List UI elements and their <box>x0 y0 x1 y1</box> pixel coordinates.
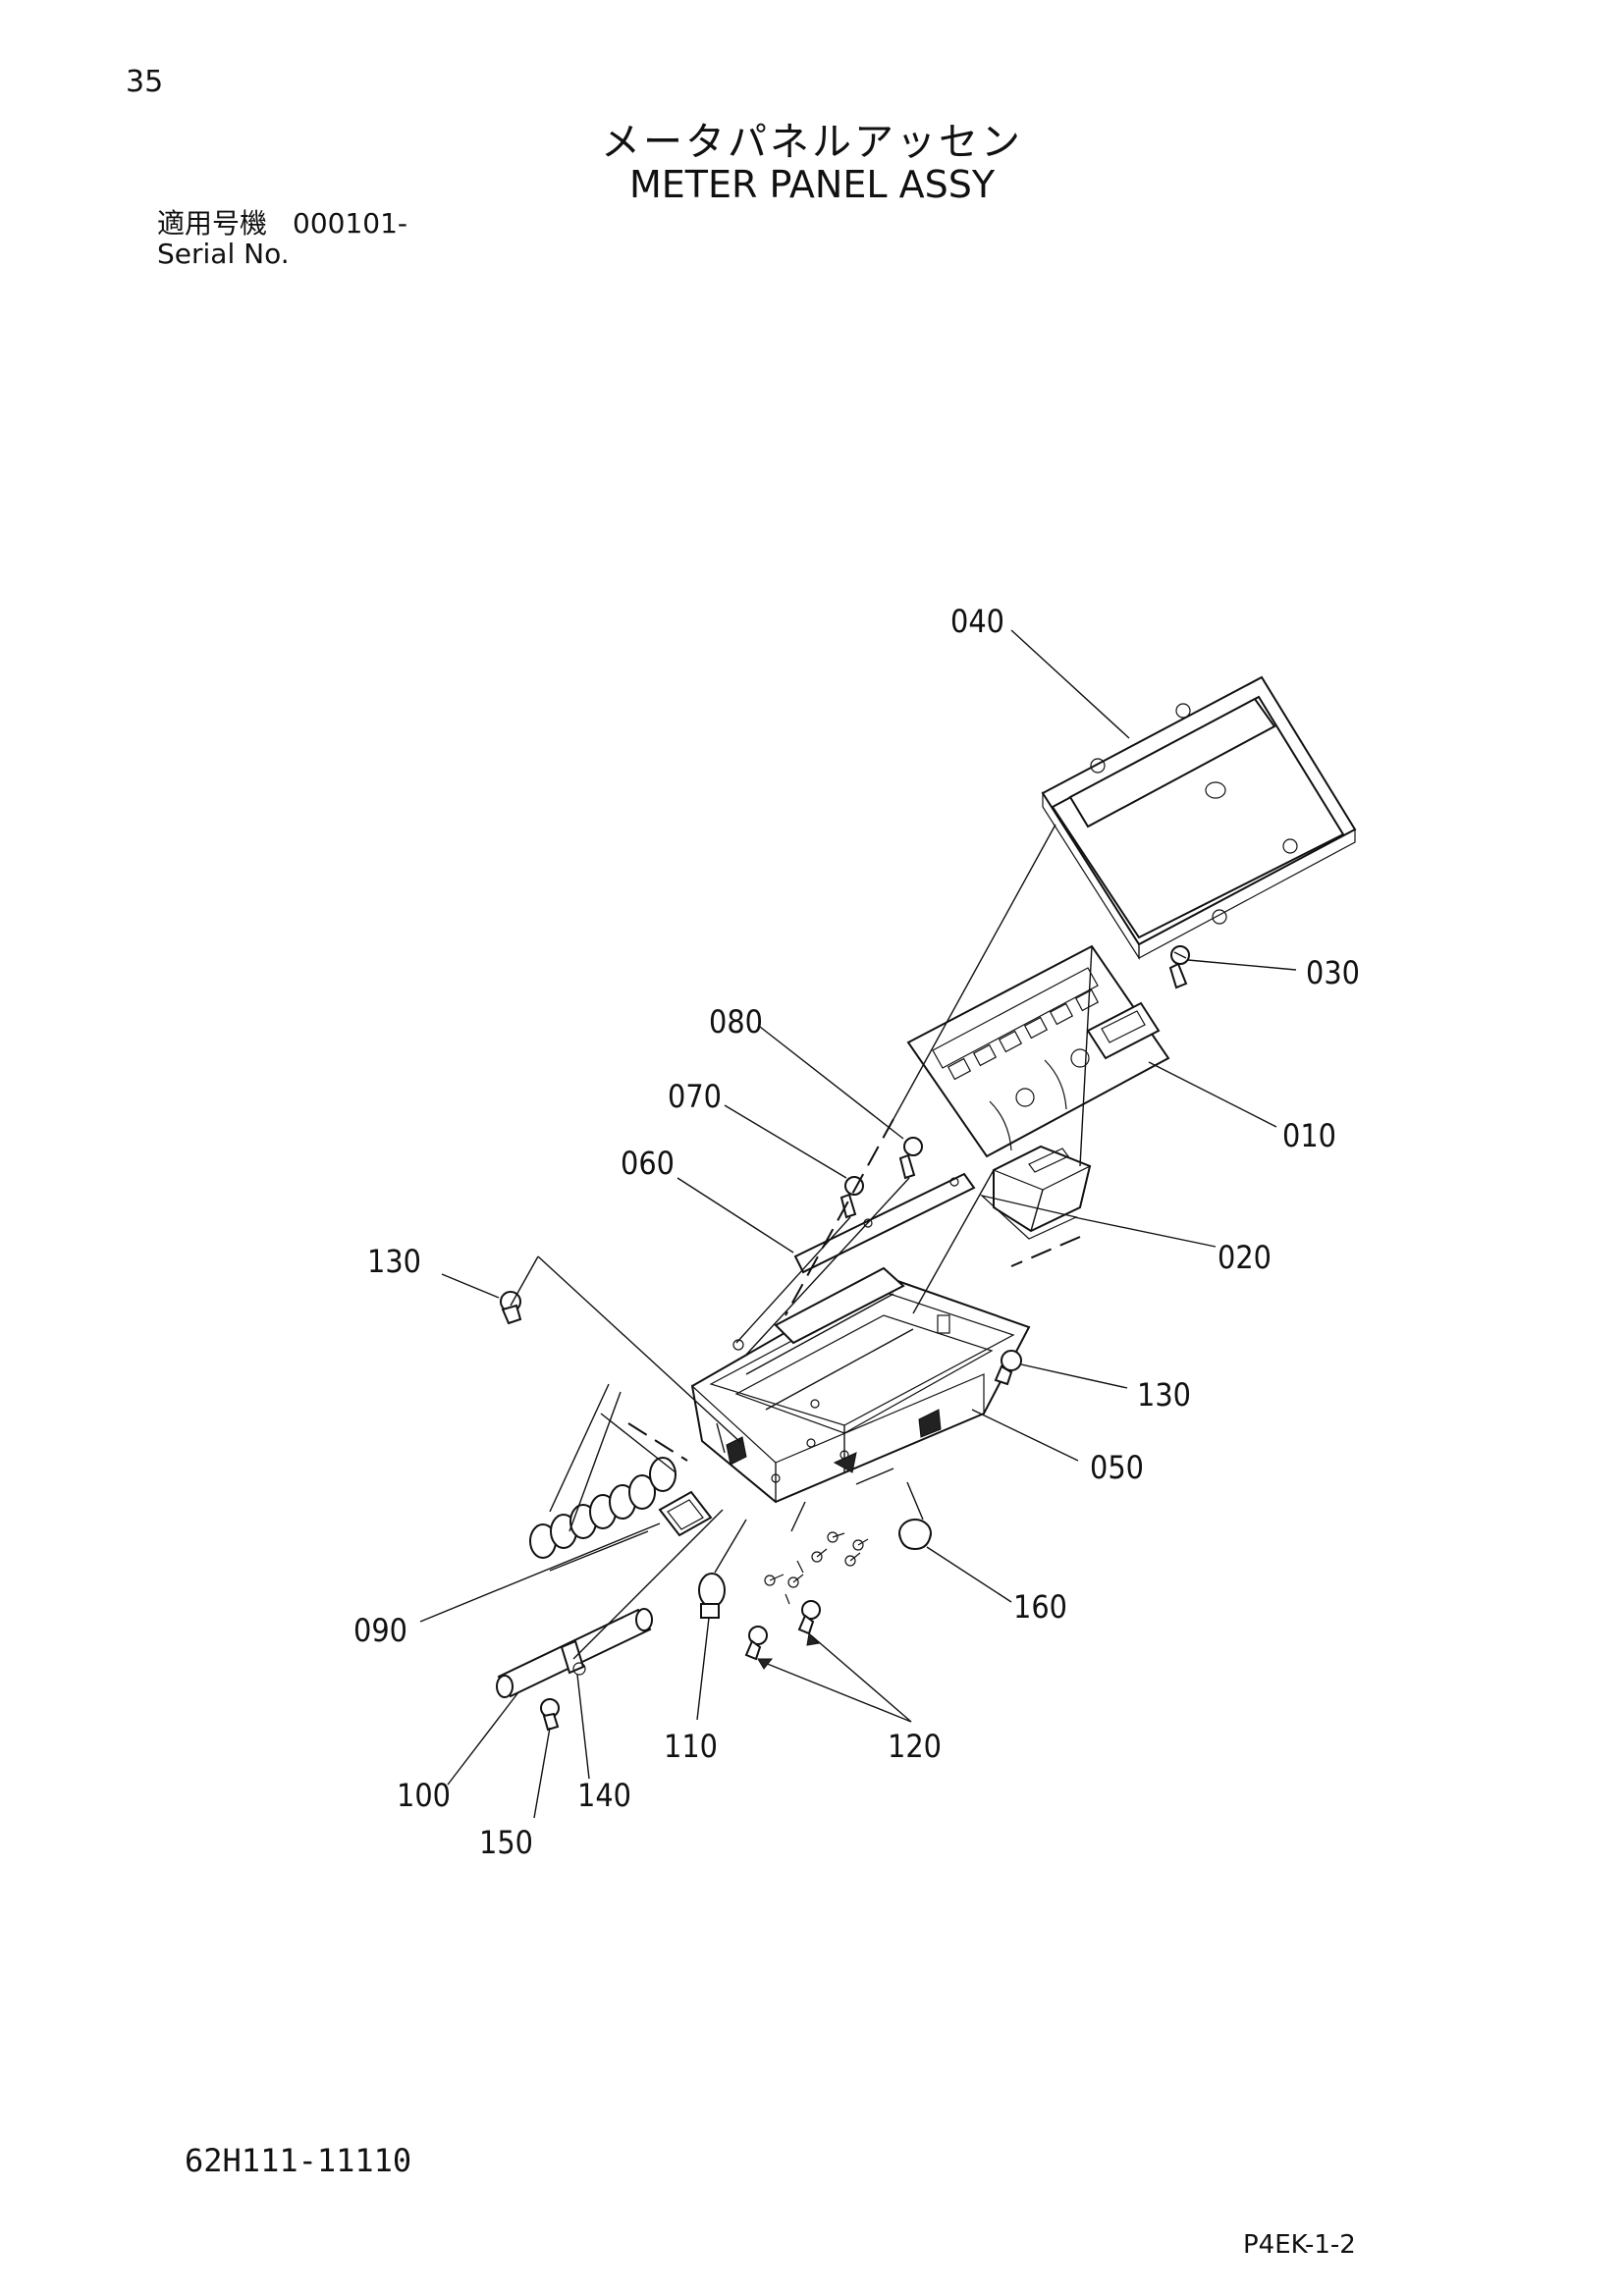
callout-130-upper: 130 <box>367 1243 421 1280</box>
callout-130-right: 130 <box>1137 1376 1191 1414</box>
callout-010: 010 <box>1282 1117 1336 1154</box>
callout-070: 070 <box>668 1078 722 1115</box>
page-title-japanese: メータパネルアッセン <box>601 120 1023 165</box>
part-020-monitor-unit <box>979 1145 1092 1240</box>
serial-value: 000101- <box>293 207 408 240</box>
part-130-bolt-right <box>994 1350 1022 1386</box>
callout-050: 050 <box>1090 1449 1144 1486</box>
callout-100: 100 <box>397 1777 451 1814</box>
callout-080: 080 <box>709 1003 763 1041</box>
part-120-terminals <box>744 1531 869 1661</box>
part-090-switches <box>529 1457 713 1559</box>
part-150-bolt <box>540 1698 560 1732</box>
callout-040: 040 <box>950 603 1004 640</box>
callout-160: 160 <box>1013 1588 1067 1626</box>
assembly-lines <box>510 824 1093 1660</box>
callout-140: 140 <box>577 1777 631 1814</box>
part-030-screw <box>1168 945 1190 989</box>
callout-090: 090 <box>353 1612 407 1649</box>
part-070-screw <box>839 1176 864 1219</box>
callout-020: 020 <box>1218 1239 1272 1276</box>
leader-lines <box>419 629 1297 1819</box>
page-number: 35 <box>126 65 164 99</box>
part-080-screw <box>898 1137 923 1180</box>
part-130-bolt-upper <box>500 1291 522 1325</box>
callout-120: 120 <box>888 1728 942 1765</box>
part-110-plug <box>698 1573 726 1619</box>
part-060-stay <box>793 1172 976 1274</box>
page-code: P4EK-1-2 <box>1243 2230 1356 2260</box>
part-040-meter-cover <box>1041 675 1357 961</box>
part-140-clamp <box>560 1639 586 1676</box>
callout-030: 030 <box>1306 954 1360 991</box>
drawing-number: 62H111-11110 <box>185 2142 412 2179</box>
serial-label: Serial No. <box>157 238 290 270</box>
page-title: METER PANEL ASSY <box>628 163 996 206</box>
callout-060: 060 <box>621 1145 675 1182</box>
serial-applicability: 適用号機 000101- <box>157 202 407 241</box>
part-050-case <box>690 1266 1031 1504</box>
callout-110: 110 <box>664 1728 718 1765</box>
part-160-cap <box>898 1519 932 1551</box>
callout-150: 150 <box>479 1824 533 1861</box>
part-010-meter-panel <box>906 944 1170 1158</box>
serial-label-japanese: 適用号機 <box>157 207 268 240</box>
